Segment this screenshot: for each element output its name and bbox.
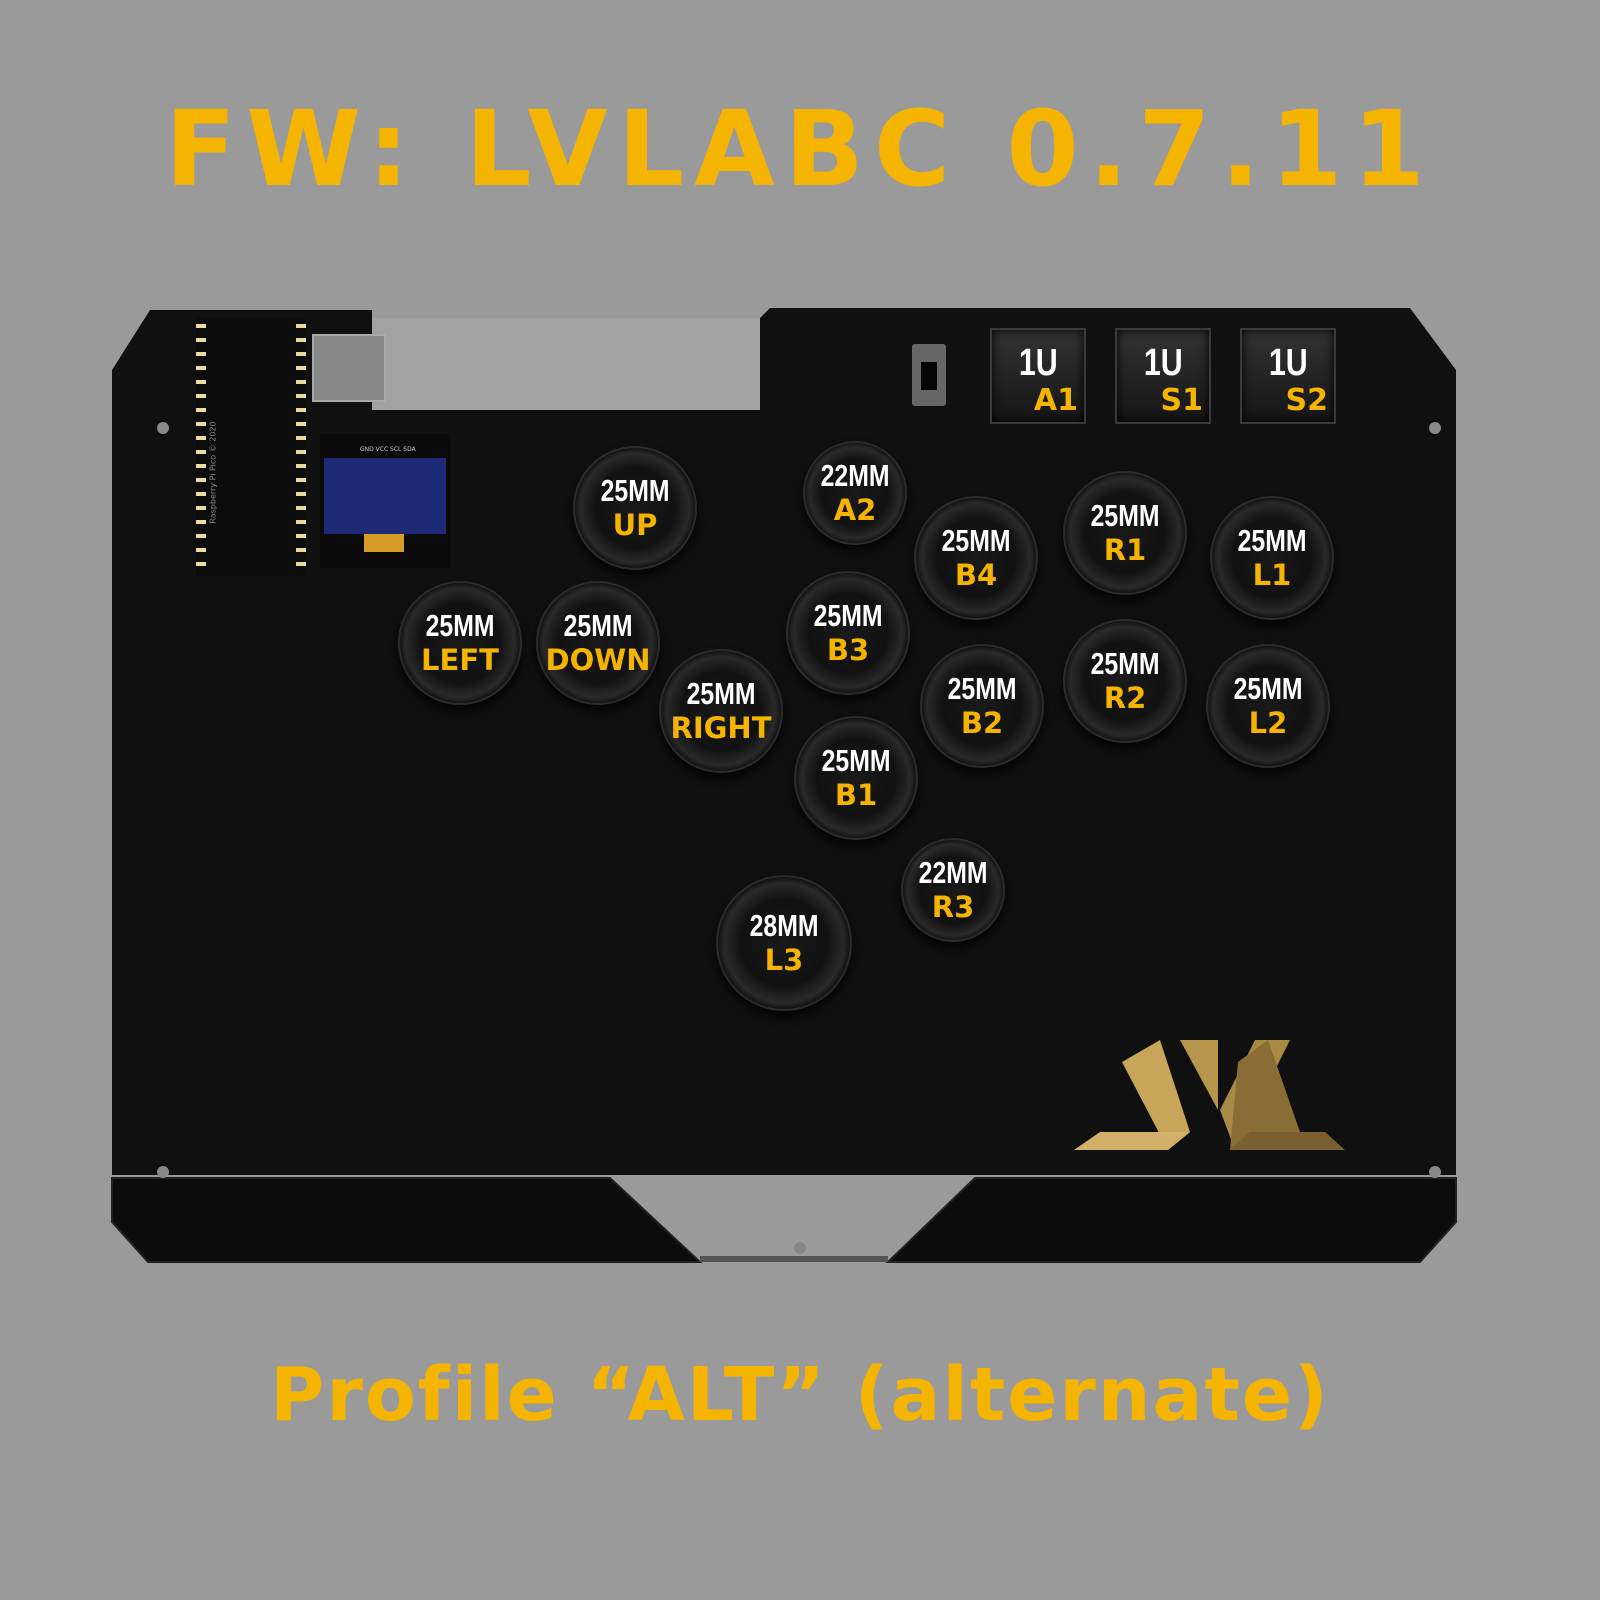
- button-size-label: 25MM: [686, 676, 756, 711]
- button-function-label: B2: [960, 706, 1004, 740]
- button-size-label: 25MM: [600, 473, 670, 508]
- key-size-label: 1U: [1143, 342, 1183, 384]
- mode-switch[interactable]: [912, 344, 946, 406]
- pico-label: Raspberry Pi Pico © 2020: [208, 421, 218, 524]
- cutout-window: [372, 318, 760, 410]
- key-function-label: S1: [1160, 383, 1203, 418]
- button-function-label: UP: [612, 508, 658, 542]
- button-function-label: R1: [1103, 533, 1147, 567]
- profile-subtitle: Profile “ALT” (alternate): [270, 1352, 1330, 1438]
- button-function-label: LEFT: [421, 643, 499, 677]
- key-function-label: S2: [1285, 383, 1328, 418]
- button-size-label: 22MM: [918, 855, 988, 890]
- key-size-label: 1U: [1268, 342, 1308, 384]
- usb-a-port: [312, 334, 386, 402]
- button-function-label: L3: [764, 943, 804, 977]
- oled-display: GND VCC SCL SDA: [320, 434, 450, 568]
- button-function-label: RIGHT: [670, 711, 772, 745]
- button-size-label: 25MM: [813, 598, 883, 633]
- oled-pin-labels: GND VCC SCL SDA: [360, 446, 416, 453]
- key-function-label: A1: [1033, 383, 1078, 418]
- button-size-label: 28MM: [749, 908, 819, 943]
- button-function-label: R3: [931, 890, 975, 924]
- button-size-label: 25MM: [1233, 671, 1303, 706]
- oled-screen: [324, 458, 446, 534]
- button-function-label: A2: [833, 493, 877, 527]
- firmware-title: FW: LVLABC 0.7.11: [165, 88, 1435, 210]
- raspberry-pi-pico: Raspberry Pi Pico © 2020: [196, 318, 306, 576]
- screw-holes: [157, 422, 1441, 1254]
- key-size-label: 1U: [1018, 342, 1058, 384]
- button-size-label: 25MM: [563, 608, 633, 643]
- button-size-label: 25MM: [1090, 646, 1160, 681]
- button-function-label: DOWN: [545, 643, 651, 677]
- button-function-label: L1: [1252, 558, 1292, 592]
- button-size-label: 25MM: [425, 608, 495, 643]
- button-size-label: 25MM: [947, 671, 1017, 706]
- button-function-label: R2: [1103, 681, 1147, 715]
- oled-flex-cable: [364, 534, 404, 552]
- board-bottom-lip: [111, 1177, 1457, 1263]
- button-function-label: L2: [1248, 706, 1288, 740]
- button-size-label: 25MM: [1237, 523, 1307, 558]
- button-size-label: 25MM: [941, 523, 1011, 558]
- lvl-logo: [1074, 1040, 1345, 1150]
- button-size-label: 25MM: [1090, 498, 1160, 533]
- button-size-label: 22MM: [820, 458, 890, 493]
- button-function-label: B1: [834, 778, 878, 812]
- button-size-label: 25MM: [821, 743, 891, 778]
- button-function-label: B4: [954, 558, 998, 592]
- button-function-label: B3: [826, 633, 870, 667]
